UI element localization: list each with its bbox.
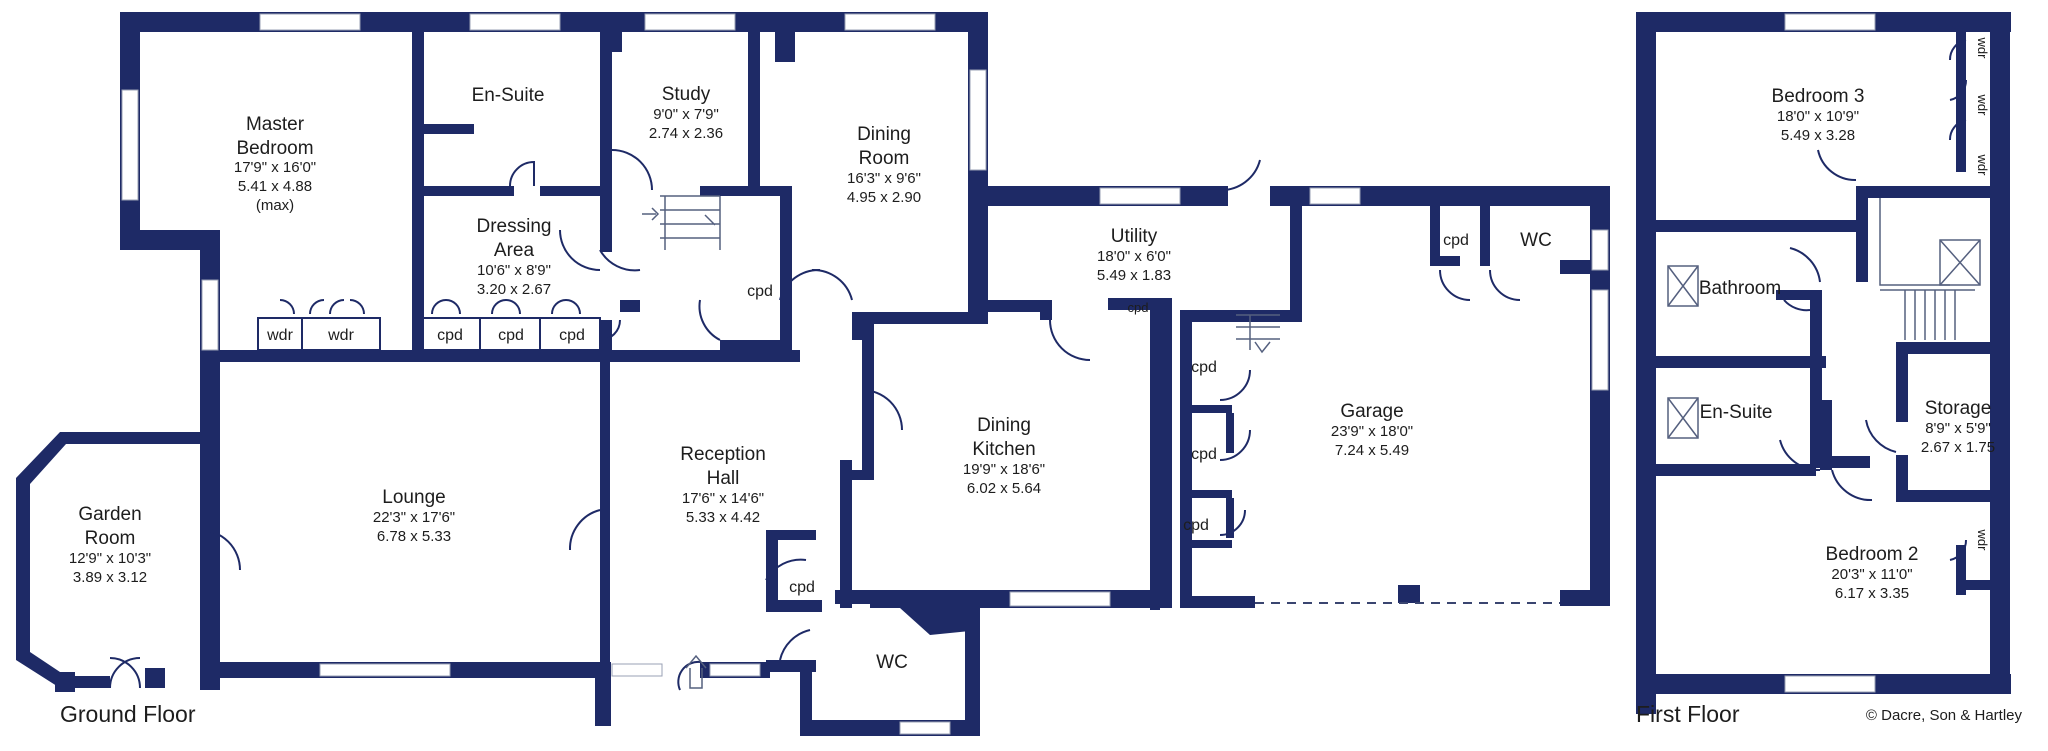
cpd-label: cpd bbox=[1183, 517, 1209, 534]
bathroom-name: Bathroom bbox=[1699, 278, 1781, 299]
wdr-label: wdr bbox=[266, 327, 293, 344]
utility-imperial: 18'0" x 6'0" bbox=[1097, 248, 1171, 265]
bedroom2-metric: 6.17 x 3.35 bbox=[1835, 585, 1909, 602]
dining-room-name-line1: Dining bbox=[857, 124, 911, 145]
master-bedroom-name-line1: Master bbox=[246, 114, 305, 135]
dining-kitchen-imperial: 19'9" x 18'6" bbox=[963, 461, 1045, 478]
garden-room-imperial: 12'9" x 10'3" bbox=[69, 550, 151, 567]
cpd-label: cpd bbox=[1443, 232, 1469, 249]
utility-metric: 5.49 x 1.83 bbox=[1097, 267, 1171, 284]
room-labels: Master Bedroom 17'9" x 16'0" 5.41 x 4.88… bbox=[69, 84, 1995, 673]
ground-floor-doors bbox=[109, 149, 1521, 691]
reception-hall-name-line1: Reception bbox=[680, 444, 766, 465]
first-floor-windows bbox=[1784, 13, 1876, 693]
cpd-label: cpd bbox=[747, 283, 773, 300]
wdr-label: wdr bbox=[1975, 154, 1990, 177]
dining-kitchen-name-line2: Kitchen bbox=[972, 439, 1035, 460]
cpd-label: cpd bbox=[437, 327, 463, 344]
bedroom3-imperial: 18'0" x 10'9" bbox=[1777, 108, 1859, 125]
dining-room-imperial: 16'3" x 9'6" bbox=[847, 170, 921, 187]
cpd-label: cpd bbox=[789, 579, 815, 596]
first-floor-label: First Floor bbox=[1636, 701, 1740, 727]
master-bedroom-imperial: 17'9" x 16'0" bbox=[234, 159, 316, 176]
garden-room-name-line2: Room bbox=[85, 528, 136, 549]
lounge-name: Lounge bbox=[382, 487, 445, 508]
dining-room-name-line2: Room bbox=[859, 148, 910, 169]
study-name: Study bbox=[662, 84, 711, 105]
cpd-label: cpd bbox=[498, 327, 524, 344]
plan-captions: Ground Floor First Floor © Dacre, Son & … bbox=[60, 701, 2022, 727]
ground-floor-label: Ground Floor bbox=[60, 701, 196, 727]
dining-room-metric: 4.95 x 2.90 bbox=[847, 189, 921, 206]
dining-kitchen-name-line1: Dining bbox=[977, 415, 1031, 436]
wdr-label: wdr bbox=[1975, 37, 1990, 60]
reception-hall-name-line2: Hall bbox=[707, 468, 740, 489]
dressing-area-name-line1: Dressing bbox=[477, 216, 552, 237]
study-metric: 2.74 x 2.36 bbox=[649, 125, 723, 142]
dressing-area-name-line2: Area bbox=[494, 240, 535, 261]
dressing-area-imperial: 10'6" x 8'9" bbox=[477, 262, 551, 279]
ground-floor-storage bbox=[257, 195, 1560, 689]
cpd-label: cpd bbox=[1191, 446, 1217, 463]
study-imperial: 9'0" x 7'9" bbox=[653, 106, 719, 123]
garden-room-metric: 3.89 x 3.12 bbox=[73, 569, 147, 586]
bedroom3-name: Bedroom 3 bbox=[1772, 86, 1865, 107]
wdr-label: wdr bbox=[327, 327, 354, 344]
wdr-label: wdr bbox=[1975, 529, 1990, 552]
lounge-imperial: 22'3" x 17'6" bbox=[373, 509, 455, 526]
dressing-area-metric: 3.20 x 2.67 bbox=[477, 281, 551, 298]
ground-floor-windows bbox=[121, 13, 1609, 735]
garage-metric: 7.24 x 5.49 bbox=[1335, 442, 1409, 459]
master-bedroom-metric: 5.41 x 4.88 bbox=[238, 178, 312, 195]
bedroom2-name: Bedroom 2 bbox=[1826, 544, 1919, 565]
reception-hall-imperial: 17'6" x 14'6" bbox=[682, 490, 764, 507]
cpd-label: cpd bbox=[1128, 300, 1149, 315]
garage-name: Garage bbox=[1340, 401, 1403, 422]
master-bedroom-note: (max) bbox=[256, 197, 294, 214]
bedroom3-metric: 5.49 x 3.28 bbox=[1781, 127, 1855, 144]
bedroom2-imperial: 20'3" x 11'0" bbox=[1831, 566, 1912, 583]
first-floor-doors bbox=[1667, 39, 1981, 561]
wc-garage-name: WC bbox=[1520, 230, 1552, 251]
first-floor-walls bbox=[1636, 12, 2011, 714]
storage-imperial: 8'9" x 5'9" bbox=[1925, 420, 1991, 437]
storage-labels: wdr wdr cpd cpd cpd cpd cpd cpd cpd cpd … bbox=[266, 37, 1990, 596]
garage-imperial: 23'9" x 18'0" bbox=[1331, 423, 1413, 440]
utility-name: Utility bbox=[1111, 226, 1158, 247]
copyright-label: © Dacre, Son & Hartley bbox=[1866, 707, 2023, 724]
cpd-label: cpd bbox=[1191, 359, 1217, 376]
wc-ground-name: WC bbox=[876, 652, 908, 673]
cpd-label: cpd bbox=[559, 327, 585, 344]
lounge-metric: 6.78 x 5.33 bbox=[377, 528, 451, 545]
dining-kitchen-metric: 6.02 x 5.64 bbox=[967, 480, 1041, 497]
master-bedroom-name-line2: Bedroom bbox=[236, 138, 313, 159]
garden-room-name-line1: Garden bbox=[78, 504, 141, 525]
en-suite-first-name: En-Suite bbox=[1700, 402, 1773, 423]
reception-hall-metric: 5.33 x 4.42 bbox=[686, 509, 760, 526]
wdr-label: wdr bbox=[1975, 94, 1990, 117]
en-suite-ground-name: En-Suite bbox=[472, 85, 545, 106]
storage-name: Storage bbox=[1925, 398, 1992, 419]
storage-metric: 2.67 x 1.75 bbox=[1921, 439, 1995, 456]
